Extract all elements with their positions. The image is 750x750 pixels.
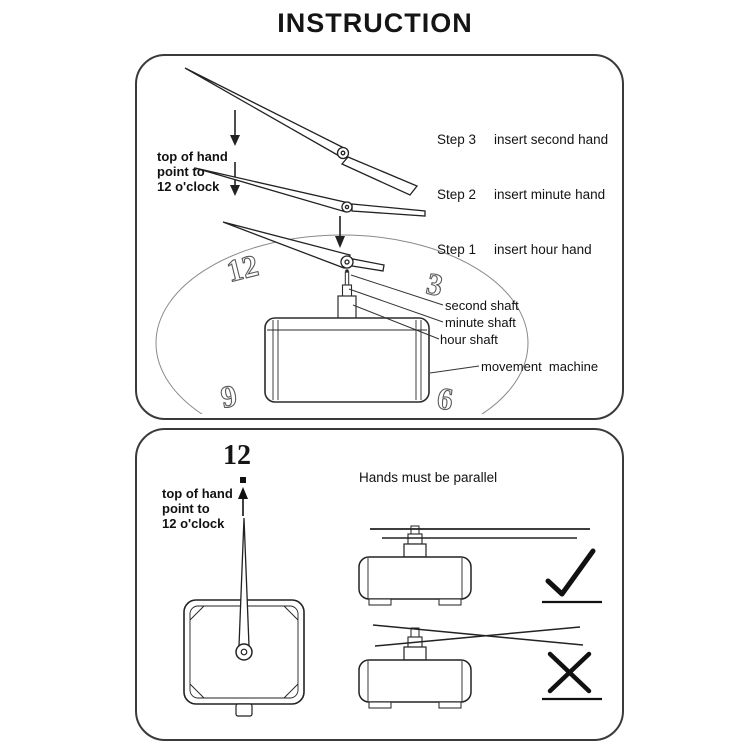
step-2-instruction: insert minute hand — [494, 187, 606, 202]
step-2: Step 2 insert minute hand — [437, 187, 605, 202]
hand-orientation-note: top of hand point to 12 o'clock — [157, 149, 228, 194]
second-hand-drawing — [184, 67, 419, 196]
down-arrow-icon — [230, 110, 240, 146]
step-3-label: Step 3 — [437, 132, 477, 147]
assembly-diagram: 12 3 9 6 — [155, 67, 529, 414]
down-arrow-icon — [335, 216, 345, 248]
up-arrow-icon — [238, 487, 248, 516]
clock-number-12: 12 — [223, 440, 251, 471]
hour-shaft-label: hour shaft — [440, 332, 498, 347]
step-1-instruction: insert hour hand — [494, 242, 592, 257]
leader-lines — [348, 274, 480, 374]
second-shaft-label: second shaft — [445, 298, 519, 313]
movement-machine-drawing — [264, 269, 430, 403]
minute-shaft-label: minute shaft — [445, 315, 516, 330]
clock-number-9: 9 — [218, 378, 239, 414]
parallel-wrong-drawing — [358, 624, 584, 709]
alignment-dot — [240, 477, 246, 483]
cross-icon — [542, 651, 602, 701]
parallel-correct-drawing — [358, 525, 590, 606]
step-1-label: Step 1 — [437, 242, 477, 257]
step-1: Step 1 insert hour hand — [437, 242, 592, 257]
down-arrow-icon — [230, 162, 240, 196]
hour-hand-drawing — [222, 221, 385, 272]
clock-face-outline — [155, 234, 529, 414]
clock-number-3: 3 — [424, 266, 446, 303]
page-title: INSTRUCTION — [277, 8, 473, 38]
parallel-check-panel: 12 top of hand point to 12 o'clock Hands… — [135, 428, 624, 741]
assembly-steps-panel: 12 3 9 6 — [135, 54, 624, 420]
clock-number-12: 12 — [223, 247, 262, 288]
parallel-check-diagram — [183, 477, 602, 717]
minute-hand-drawing — [194, 167, 426, 217]
checkmark-icon — [542, 548, 602, 604]
hand-needle-drawing — [235, 517, 253, 661]
clock-number-6: 6 — [435, 380, 455, 414]
step-2-label: Step 2 — [437, 187, 477, 202]
hand-orientation-note: top of hand point to 12 o'clock — [162, 486, 233, 531]
step-3: Step 3 insert second hand — [437, 132, 608, 147]
parallel-note: Hands must be parallel — [359, 470, 498, 485]
movement-machine-label: movement machine — [481, 359, 599, 374]
step-3-instruction: insert second hand — [494, 132, 609, 147]
